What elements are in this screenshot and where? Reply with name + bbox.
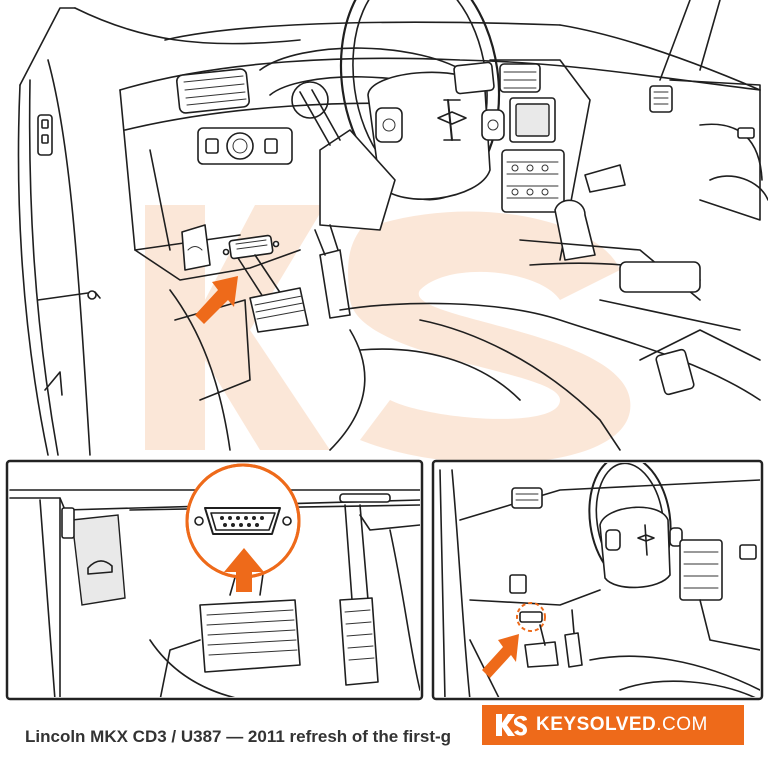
detail-panel-closeup (5, 459, 424, 701)
obd-highlight-mini (516, 602, 546, 632)
ks-logo-icon (496, 714, 527, 736)
orange-arrow-main (195, 276, 238, 324)
orange-arrow-overview (482, 634, 519, 678)
brand-name: KEYSOLVED.COM (536, 714, 708, 735)
brand-banner[interactable]: KEYSOLVED.COM (482, 705, 744, 745)
detail-panel-overview (431, 459, 764, 701)
obd-port-icon (194, 507, 292, 535)
main-cabin-view (17, 0, 768, 456)
orange-arrow-up (224, 548, 264, 592)
caption-text: Lincoln MKX CD3 / U387 — 2011 refresh of… (25, 727, 452, 746)
